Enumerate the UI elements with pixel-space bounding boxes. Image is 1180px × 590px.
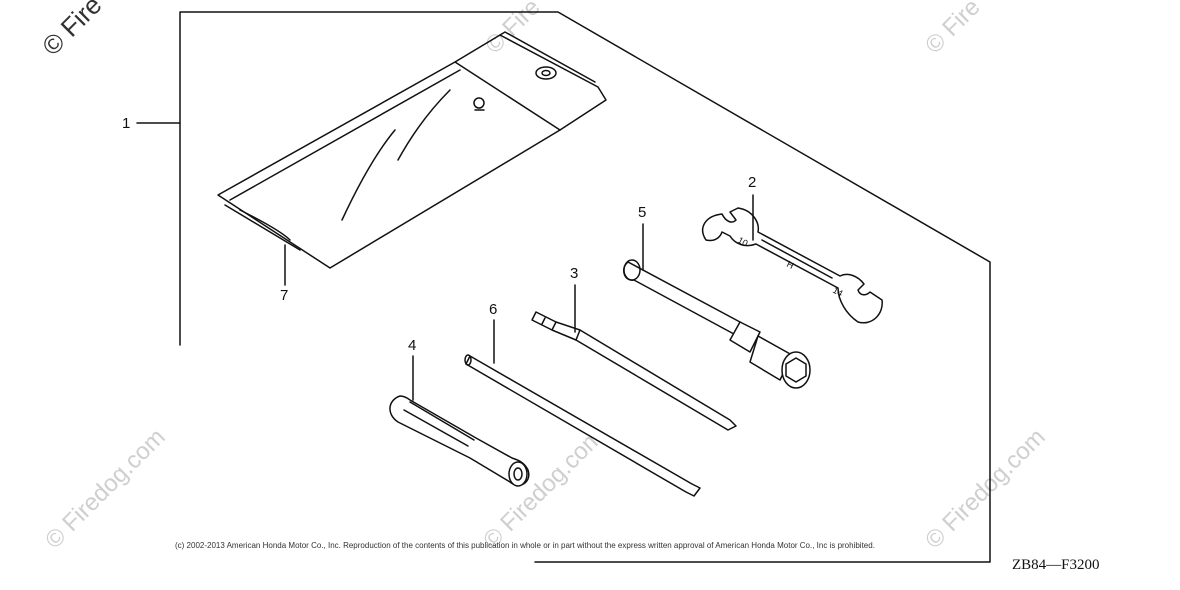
- copyright-notice: (c) 2002-2013 American Honda Motor Co., …: [175, 541, 875, 550]
- callout-1: 1: [122, 115, 131, 132]
- wrench-size-b: 14: [831, 285, 845, 299]
- screwdriver-shaft-icon: [531, 311, 737, 431]
- screwdriver-handle-icon: [389, 395, 530, 487]
- group-frame: [179, 11, 991, 563]
- callout-4: 4: [408, 337, 417, 354]
- diagram-code: ZB84—F3200: [1012, 557, 1100, 573]
- extension-bar-icon: [464, 354, 701, 497]
- callout-5: 5: [638, 204, 647, 221]
- socket-wrench-icon: [623, 259, 811, 389]
- callout-6: 6: [489, 301, 498, 318]
- callout-2: 2: [748, 174, 757, 191]
- callout-3: 3: [570, 265, 579, 282]
- wrench-icon: [701, 207, 883, 324]
- callout-7: 7: [280, 287, 289, 304]
- tool-bag-icon: [217, 31, 607, 269]
- wrench-size-a: 10: [736, 235, 750, 249]
- wrench-brand: H: [785, 259, 795, 271]
